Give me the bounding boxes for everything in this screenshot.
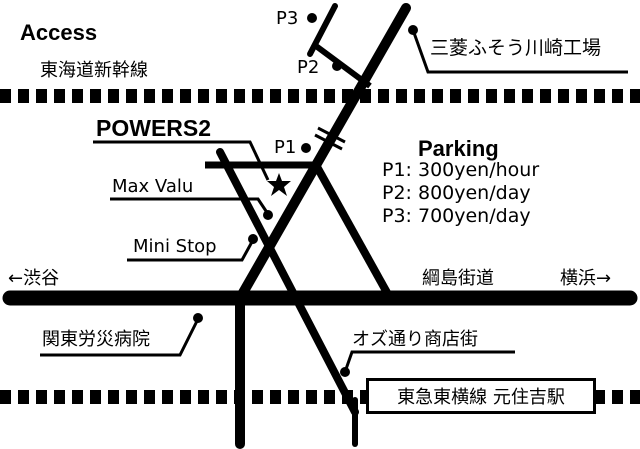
factory-dot bbox=[408, 25, 418, 35]
map-title: Access bbox=[20, 20, 98, 45]
parking-item: P3: 700yen/day bbox=[382, 205, 531, 227]
hospital-dot bbox=[193, 313, 203, 323]
venue-label: POWERS2 bbox=[96, 115, 212, 141]
oz-street-road bbox=[216, 148, 359, 416]
yokohama-direction-label: 横浜→ bbox=[560, 268, 612, 289]
station-box: 東急東横線 元住吉駅 bbox=[366, 378, 596, 414]
factory-label: 三菱ふそう川崎工場 bbox=[430, 37, 602, 59]
ministop-label: Mini Stop bbox=[133, 236, 217, 257]
ministop-dot bbox=[248, 234, 258, 244]
p2-dot bbox=[332, 61, 342, 71]
oz-dot bbox=[340, 367, 350, 377]
p2-label: P2 bbox=[297, 57, 320, 78]
hospital-leader bbox=[40, 318, 200, 357]
maxvalu-dot bbox=[263, 210, 273, 220]
parking-item: P2: 800yen/day bbox=[382, 182, 531, 204]
bridge-mark bbox=[317, 126, 346, 144]
p3-dot bbox=[307, 13, 317, 23]
p3-label: P3 bbox=[276, 8, 299, 29]
powers2-leader bbox=[93, 140, 270, 181]
p1-label: P1 bbox=[274, 137, 297, 158]
p3-road bbox=[307, 3, 338, 57]
bridge-mark bbox=[314, 133, 343, 151]
tsunashima-road-label: 綱島街道 bbox=[422, 268, 494, 289]
station-label: 東急東横線 元住吉駅 bbox=[397, 387, 565, 408]
star-icon bbox=[267, 173, 291, 196]
factory-leader bbox=[411, 29, 628, 74]
maxvalu-label: Max Valu bbox=[112, 176, 194, 197]
oz-leader bbox=[343, 350, 515, 373]
p2-road bbox=[314, 43, 372, 89]
p1-dot bbox=[301, 143, 311, 153]
parking-title: Parking bbox=[418, 136, 499, 161]
east-diagonal-road bbox=[312, 163, 394, 300]
parking-item: P1: 300yen/hour bbox=[382, 159, 540, 181]
maxvalu-leader bbox=[110, 197, 270, 215]
hospital-label: 関東労災病院 bbox=[42, 329, 150, 350]
shinkansen-label: 東海道新幹線 bbox=[40, 60, 148, 81]
shibuya-direction-label: ←渋谷 bbox=[8, 268, 60, 289]
ministop-leader bbox=[127, 239, 255, 262]
oz-street-label: オズ通り商店街 bbox=[352, 329, 478, 350]
